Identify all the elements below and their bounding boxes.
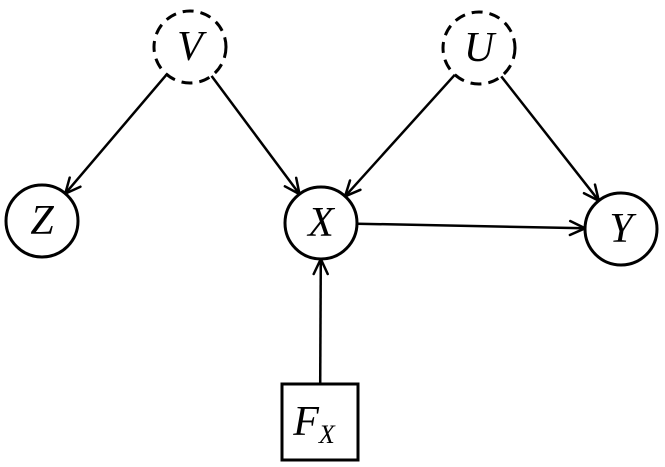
node-label-main: Y: [609, 206, 637, 252]
latent-node-circle: [441, 10, 517, 86]
node-label-main: F: [292, 399, 319, 445]
latent-node-circle: [152, 9, 228, 85]
edge-line: [318, 258, 323, 385]
node-label: V: [177, 24, 207, 70]
edge-line: [344, 73, 456, 198]
node-label-subscript: X: [318, 420, 336, 449]
edge-x-to-y: [356, 219, 587, 237]
node-label: Y: [609, 206, 637, 252]
edge-line: [210, 75, 301, 195]
edge-fx-to-x: [312, 257, 329, 385]
edge-u-to-y: [500, 75, 601, 202]
node-circle: [283, 185, 359, 261]
node-label: Z: [30, 198, 54, 244]
node-z: Z: [4, 183, 80, 259]
node-label: FX: [292, 399, 336, 449]
edge-line: [356, 222, 586, 230]
edge-u-to-x: [343, 73, 456, 198]
node-v: V: [152, 9, 228, 85]
node-label-main: Z: [30, 198, 54, 244]
edge-line: [500, 75, 600, 202]
node-label-main: X: [306, 200, 336, 246]
node-box: [280, 382, 360, 462]
node-label-main: V: [177, 24, 207, 70]
node-fx: FX: [280, 382, 360, 462]
edge-line: [64, 73, 168, 195]
edges-layer: [64, 73, 601, 385]
edge-v-to-z: [64, 73, 168, 195]
node-y: Y: [583, 191, 659, 267]
node-u: U: [441, 10, 517, 86]
node-circle: [4, 183, 80, 259]
node-x: X: [283, 185, 359, 261]
edge-v-to-x: [210, 75, 301, 196]
node-circle: [583, 191, 659, 267]
node-label-main: U: [464, 25, 497, 71]
node-label: X: [306, 200, 336, 246]
node-label: U: [464, 25, 497, 71]
